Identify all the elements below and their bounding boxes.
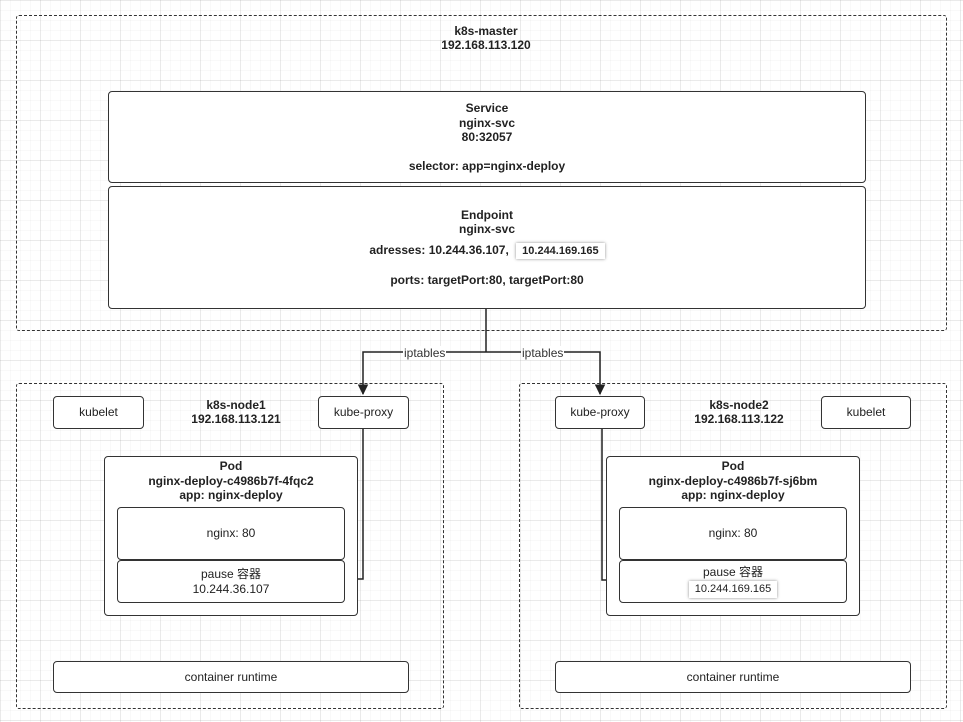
service-selector: selector: app=nginx-deploy [408,158,566,173]
node1-kubelet-box[interactable]: kubelet [53,396,144,429]
node1-pause-container-box[interactable]: pause 容器 10.244.36.107 [117,560,345,603]
endpoint-title: Endpoint [461,207,513,222]
node2-pause-label: pause 容器 [702,565,764,579]
node1-kubelet-label: kubelet [79,405,118,419]
service-box[interactable]: Service nginx-svc 80:32057 selector: app… [108,91,866,183]
node2-kube-proxy-box[interactable]: kube-proxy [555,396,645,429]
endpoint-address-highlight: 10.244.169.165 [516,242,605,259]
endpoint-box[interactable]: Endpoint nginx-svc adresses: 10.244.36.1… [108,186,866,309]
node2-frame [519,383,947,709]
node1-pod-name: nginx-deploy-c4986b7f-4fqc2 [148,473,314,488]
node2-header: k8s-node2 192.168.113.122 [649,398,829,426]
iptables-label-node2: iptables [521,346,565,360]
service-title: Service [465,101,509,115]
node2-nginx-container-label: nginx: 80 [708,526,758,540]
node2-name: k8s-node2 [709,398,769,412]
node1-kube-proxy-label: kube-proxy [333,405,394,419]
master-node-name: k8s-master [454,24,518,38]
node2-nginx-container-box[interactable]: nginx: 80 [619,507,847,560]
node1-pause-label: pause 容器 [200,566,262,581]
service-name: nginx-svc [458,115,515,130]
node1-container-runtime-box[interactable]: container runtime [53,661,409,693]
node2-kube-proxy-label: kube-proxy [570,405,630,419]
node2-pause-ip: 10.244.169.165 [688,581,778,598]
service-ports: 80:32057 [461,130,513,144]
node2-pod-label: app: nginx-deploy [681,488,785,502]
node1-name: k8s-node1 [206,398,266,412]
endpoint-addresses: adresses: 10.244.36.107, 10.244.169.165 [369,242,605,259]
iptables-label-node1: iptables [403,346,447,360]
node2-pause-container-box[interactable]: pause 容器 10.244.169.165 [619,560,847,603]
node1-nginx-container-box[interactable]: nginx: 80 [117,507,345,560]
node2-kubelet-box[interactable]: kubelet [821,396,911,429]
node1-pod-title: Pod [219,459,243,473]
node1-kube-proxy-box[interactable]: kube-proxy [318,396,409,429]
node1-pod-label: app: nginx-deploy [179,488,283,502]
node1-nginx-container-label: nginx: 80 [206,526,256,540]
node1-ip: 192.168.113.121 [191,412,281,426]
node2-pod-name: nginx-deploy-c4986b7f-sj6bm [648,473,818,488]
node2-pod-title: Pod [721,459,745,473]
node2-container-runtime-label: container runtime [686,669,780,684]
node2-ip: 192.168.113.122 [694,412,784,426]
endpoint-addresses-prefix: adresses: 10.244.36.107, [369,242,509,257]
endpoint-name: nginx-svc [458,222,515,236]
node1-pause-ip: 10.244.36.107 [192,581,270,596]
node2-kubelet-label: kubelet [846,405,886,419]
node2-container-runtime-box[interactable]: container runtime [555,661,911,693]
master-node-header: k8s-master 192.168.113.120 [386,24,586,52]
node1-frame [16,383,444,709]
master-node-frame [16,15,947,331]
endpoint-ports: ports: targetPort:80, targetPort:80 [390,273,584,287]
master-node-ip: 192.168.113.120 [441,38,531,52]
node1-container-runtime-label: container runtime [184,669,278,684]
node1-header: k8s-node1 192.168.113.121 [146,398,326,426]
